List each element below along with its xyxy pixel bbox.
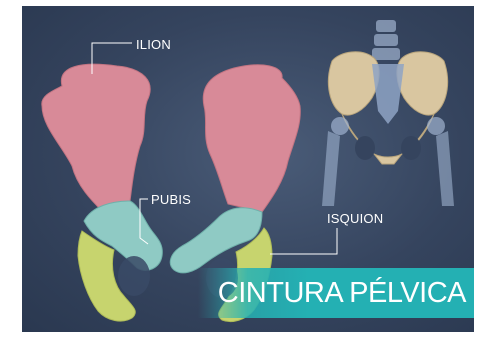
pelvic-girdle-illustration: ILION PUBIS ISQUION CINTURA PÉLVICA (22, 6, 474, 332)
isquion-leader-line (270, 228, 337, 254)
left-hip-bone (42, 64, 163, 321)
right-ilion-region (203, 65, 300, 212)
left-ilion-region (42, 64, 150, 211)
title-banner: CINTURA PÉLVICA (198, 268, 474, 318)
isquion-label: ISQUION (327, 211, 383, 226)
pelvis-skeleton (322, 20, 454, 206)
title-text: CINTURA PÉLVICA (218, 277, 466, 310)
ilion-label: ILION (136, 37, 171, 52)
pubis-label: PUBIS (151, 192, 191, 207)
